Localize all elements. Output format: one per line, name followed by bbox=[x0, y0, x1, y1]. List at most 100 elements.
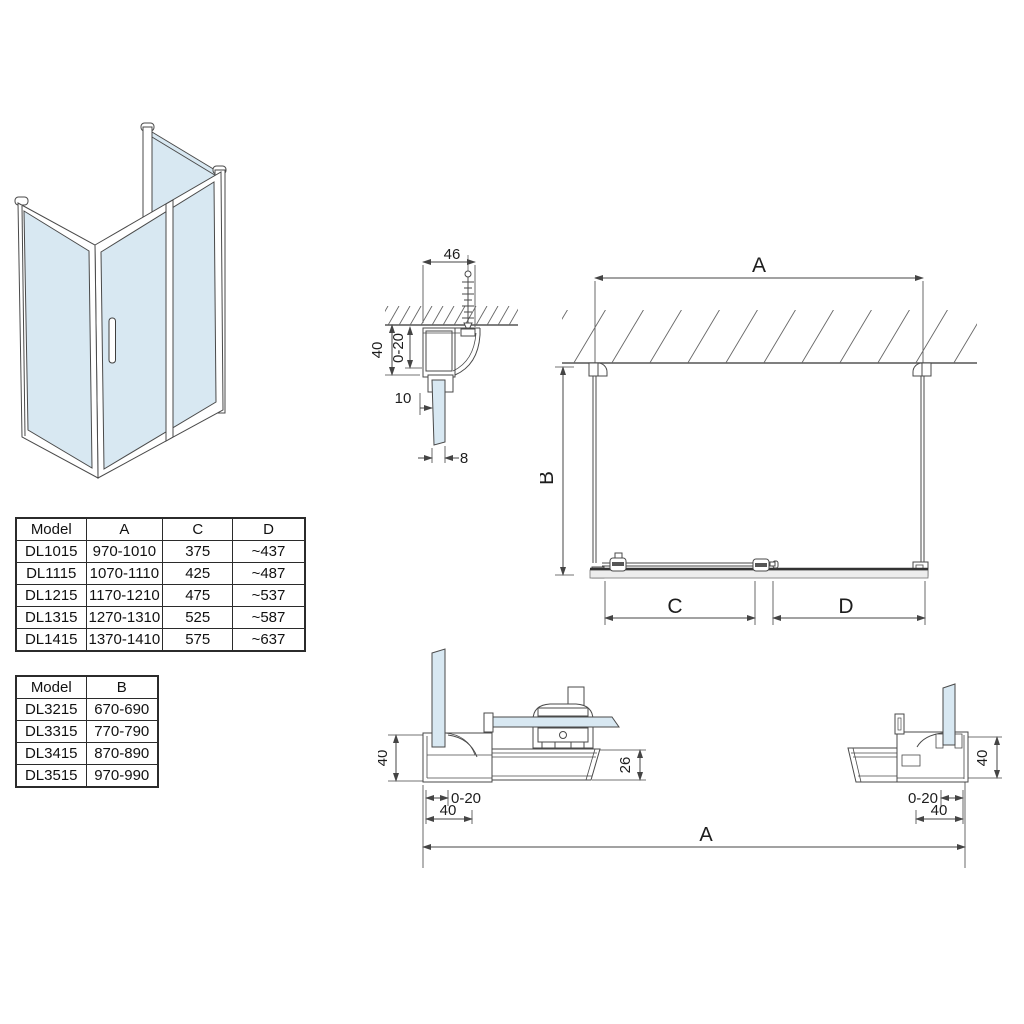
door-glass-section bbox=[492, 716, 620, 728]
dim-40-right: 40 bbox=[968, 736, 1002, 779]
bottom-rail-details: 40 26 0-20 bbox=[378, 648, 1002, 868]
dim-label-40: 40 bbox=[440, 802, 457, 819]
size-col-c: C bbox=[162, 517, 234, 541]
dim-label-40: 40 bbox=[369, 342, 386, 359]
table-row: DL1215 1170-1210 475 ~537 bbox=[15, 584, 306, 607]
model-cell: DL1415 bbox=[15, 628, 87, 652]
table-row: DL1415 1370-1410 575 ~637 bbox=[15, 628, 306, 652]
enclosure-3d bbox=[14, 122, 227, 479]
d-cell: ~437 bbox=[232, 540, 306, 563]
dim-label-c: C bbox=[667, 595, 682, 618]
wall-hatch bbox=[562, 310, 977, 364]
c-cell: 525 bbox=[162, 606, 234, 629]
dim-label-0-20: 0-20 bbox=[908, 790, 938, 807]
dim-10: 10 bbox=[395, 390, 433, 415]
dim-0-20-left: 0-20 bbox=[425, 790, 481, 824]
dim-label-d: D bbox=[838, 595, 853, 618]
right-panel-plan bbox=[912, 362, 932, 577]
sliding-door-front bbox=[94, 171, 224, 479]
a-cell: 1070-1110 bbox=[85, 562, 164, 585]
dim-c: C bbox=[604, 581, 756, 625]
left-side-panel bbox=[14, 196, 99, 479]
dim-46: 46 bbox=[422, 246, 476, 327]
a-cell: 970-1010 bbox=[85, 540, 164, 563]
dim-40-bottom-right: 40 bbox=[915, 802, 964, 824]
d-cell: ~487 bbox=[232, 562, 306, 585]
b-cell: 870-890 bbox=[85, 742, 159, 765]
dim-0-20-right: 0-20 bbox=[908, 790, 964, 824]
model-cell: DL1215 bbox=[15, 584, 87, 607]
dim-d: D bbox=[772, 581, 926, 625]
glass-panel-section bbox=[431, 379, 446, 446]
dim-26: 26 bbox=[592, 749, 646, 781]
c-cell: 425 bbox=[162, 562, 234, 585]
dim-label-a: A bbox=[699, 824, 713, 846]
a-cell: 1270-1310 bbox=[85, 606, 164, 629]
bottom-right-detail: 40 0-20 40 bbox=[847, 683, 1002, 824]
side-glass-panel bbox=[431, 648, 446, 748]
dim-b: B bbox=[540, 366, 574, 576]
model-cell: DL1015 bbox=[15, 540, 87, 563]
left-panel-plan bbox=[588, 362, 608, 579]
dim-label-0-20: 0-20 bbox=[451, 790, 481, 807]
dim-8: 8 bbox=[418, 446, 468, 467]
a-cell: 1370-1410 bbox=[85, 628, 164, 652]
dim-label-8: 8 bbox=[460, 450, 468, 467]
table-row: DL1115 1070-1110 425 ~487 bbox=[15, 562, 306, 585]
wall-hatch bbox=[385, 306, 518, 326]
b-cell: 970-990 bbox=[85, 764, 159, 788]
door-roller-left bbox=[609, 552, 627, 572]
dim-40-left: 40 bbox=[378, 734, 423, 782]
c-cell: 375 bbox=[162, 540, 234, 563]
size-col-model: Model bbox=[15, 517, 87, 541]
table-row: DL1015 970-1010 375 ~437 bbox=[15, 540, 306, 563]
door-roller-right bbox=[752, 558, 776, 572]
wall-profile-section bbox=[422, 327, 481, 446]
dim-label-10: 10 bbox=[395, 390, 412, 407]
dim-0-20: 0-20 bbox=[390, 326, 422, 369]
dim-a-overall: A bbox=[422, 782, 966, 868]
table-row: DL3415 870-890 bbox=[15, 742, 159, 765]
model-cell: DL1115 bbox=[15, 562, 87, 585]
c-cell: 475 bbox=[162, 584, 234, 607]
a-cell: 1170-1210 bbox=[85, 584, 164, 607]
top-profile-detail: 46 bbox=[369, 246, 518, 467]
bottom-left-detail: 40 26 0-20 bbox=[378, 648, 646, 824]
model-cell: DL3215 bbox=[15, 698, 87, 721]
bottom-rail-plan bbox=[589, 552, 929, 579]
size-table-header: Model A C D bbox=[15, 517, 306, 541]
dim-label-40: 40 bbox=[974, 750, 991, 767]
dim-a: A bbox=[594, 254, 924, 363]
c-cell: 575 bbox=[162, 628, 234, 652]
depth-table: Model B DL3215 670-690 DL3315 770-790 DL… bbox=[15, 675, 159, 788]
size-table: Model A C D DL1015 970-1010 375 ~437 DL1… bbox=[15, 517, 306, 652]
plan-view: A bbox=[540, 254, 977, 625]
door-handle bbox=[108, 317, 116, 364]
depth-table-header: Model B bbox=[15, 675, 159, 699]
roller-assembly bbox=[483, 686, 620, 749]
depth-col-b: B bbox=[85, 675, 159, 699]
isometric-view bbox=[14, 122, 227, 479]
screw-icon bbox=[462, 255, 474, 334]
model-cell: DL1315 bbox=[15, 606, 87, 629]
d-cell: ~637 bbox=[232, 628, 306, 652]
table-row: Model B bbox=[15, 675, 159, 699]
dim-label-26: 26 bbox=[617, 757, 634, 774]
dim-label-40: 40 bbox=[378, 750, 391, 767]
dim-label-a: A bbox=[752, 254, 766, 277]
dim-label-0-20: 0-20 bbox=[390, 333, 407, 363]
dim-40: 40 bbox=[369, 324, 420, 376]
model-cell: DL3515 bbox=[15, 764, 87, 788]
d-cell: ~537 bbox=[232, 584, 306, 607]
model-cell: DL3415 bbox=[15, 742, 87, 765]
table-row: DL1315 1270-1310 525 ~587 bbox=[15, 606, 306, 629]
dim-label-b: B bbox=[540, 471, 558, 485]
d-cell: ~587 bbox=[232, 606, 306, 629]
dim-label-40: 40 bbox=[931, 802, 948, 819]
model-cell: DL3315 bbox=[15, 720, 87, 743]
table-row: Model A C D bbox=[15, 517, 306, 541]
b-cell: 670-690 bbox=[85, 698, 159, 721]
size-col-d: D bbox=[232, 517, 306, 541]
b-cell: 770-790 bbox=[85, 720, 159, 743]
